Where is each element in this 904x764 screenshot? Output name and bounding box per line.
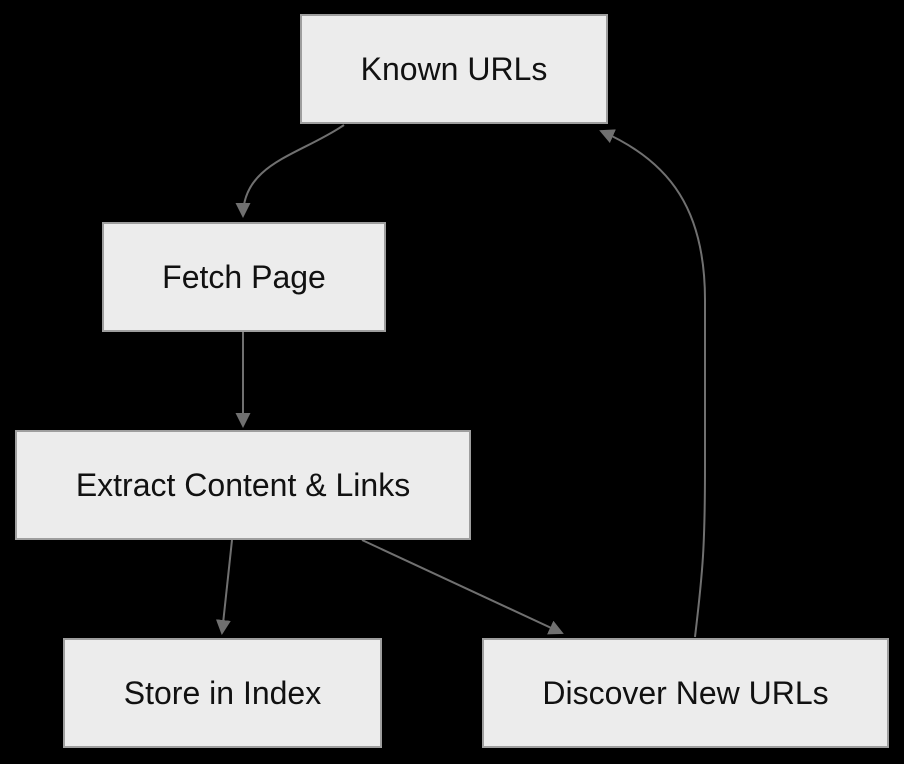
node-extract-content-links: Extract Content & Links (15, 430, 471, 540)
node-known-urls: Known URLs (300, 14, 608, 124)
edge-discover-new-urls-to-known-urls (599, 129, 706, 638)
node-store-in-index-label: Store in Index (123, 674, 322, 711)
node-discover-new-urls-label: Discover New URLs (542, 674, 829, 711)
node-fetch-page: Fetch Page (102, 222, 386, 332)
edge-extract-content-to-discover-new-urls (361, 539, 564, 635)
node-extract-content-links-label: Extract Content & Links (75, 466, 411, 503)
edge-extract-content-to-store-in-index (215, 539, 233, 635)
node-discover-new-urls: Discover New URLs (482, 638, 889, 748)
node-fetch-page-label: Fetch Page (162, 258, 326, 295)
node-known-urls-label: Known URLs (360, 50, 548, 87)
node-store-in-index: Store in Index (63, 638, 382, 748)
edge-known-urls-to-fetch-page (235, 124, 345, 218)
